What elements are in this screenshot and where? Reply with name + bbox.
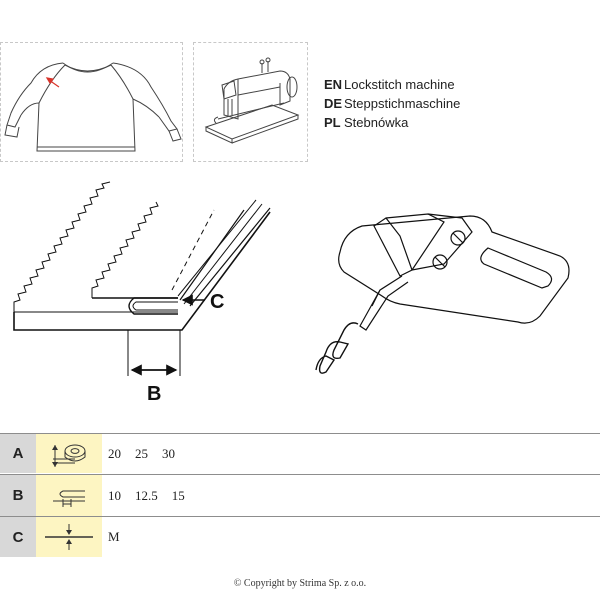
value-cell: M xyxy=(108,529,120,544)
row-values: M xyxy=(108,517,120,557)
raglan-shirt-icon xyxy=(4,62,182,152)
value-cell: 25 xyxy=(135,445,148,461)
label-b: B xyxy=(147,383,161,405)
row-letter: A xyxy=(0,434,36,473)
value-cell: 12.5 xyxy=(135,487,158,503)
value-cell: 30 xyxy=(162,445,175,461)
fold-width-icon xyxy=(36,475,102,516)
language-text: Lockstitch machine xyxy=(344,77,455,92)
value-cell: 10 xyxy=(108,487,121,503)
row-values: 10 12.5 15 xyxy=(108,475,185,516)
sewing-machine-illustration-box xyxy=(193,42,308,162)
garment-illustration-box xyxy=(0,42,183,162)
material-thickness-icon xyxy=(36,517,102,557)
language-code: DE xyxy=(324,96,343,111)
table-row: C M xyxy=(0,517,600,557)
table-divider xyxy=(0,433,600,434)
table-row: B 10 12.5 15 xyxy=(0,475,600,516)
label-c: C xyxy=(210,291,224,313)
table-divider xyxy=(0,516,600,517)
table-row: A 20 25 30 xyxy=(0,434,600,473)
row-letter: C xyxy=(0,517,36,557)
row-values: 20 25 30 xyxy=(108,434,175,473)
language-text: Steppstichmaschine xyxy=(344,96,461,111)
tape-width-icon xyxy=(36,434,102,473)
language-code: PL xyxy=(324,115,341,130)
value-cell: 15 xyxy=(171,487,185,503)
language-code: EN xyxy=(324,77,343,92)
language-text: Stebnówka xyxy=(344,115,409,130)
table-divider xyxy=(0,474,600,475)
row-letter: B xyxy=(0,475,36,516)
binder-attachment-icon xyxy=(315,213,570,374)
sewing-machine-icon xyxy=(204,57,300,144)
copyright-text: © Copyright by Strima Sp. z o.o. xyxy=(233,578,367,589)
binder-technical-diagram: C B xyxy=(13,181,570,405)
fabric-cross-section xyxy=(13,181,271,331)
value-cell: 20 xyxy=(108,445,121,461)
